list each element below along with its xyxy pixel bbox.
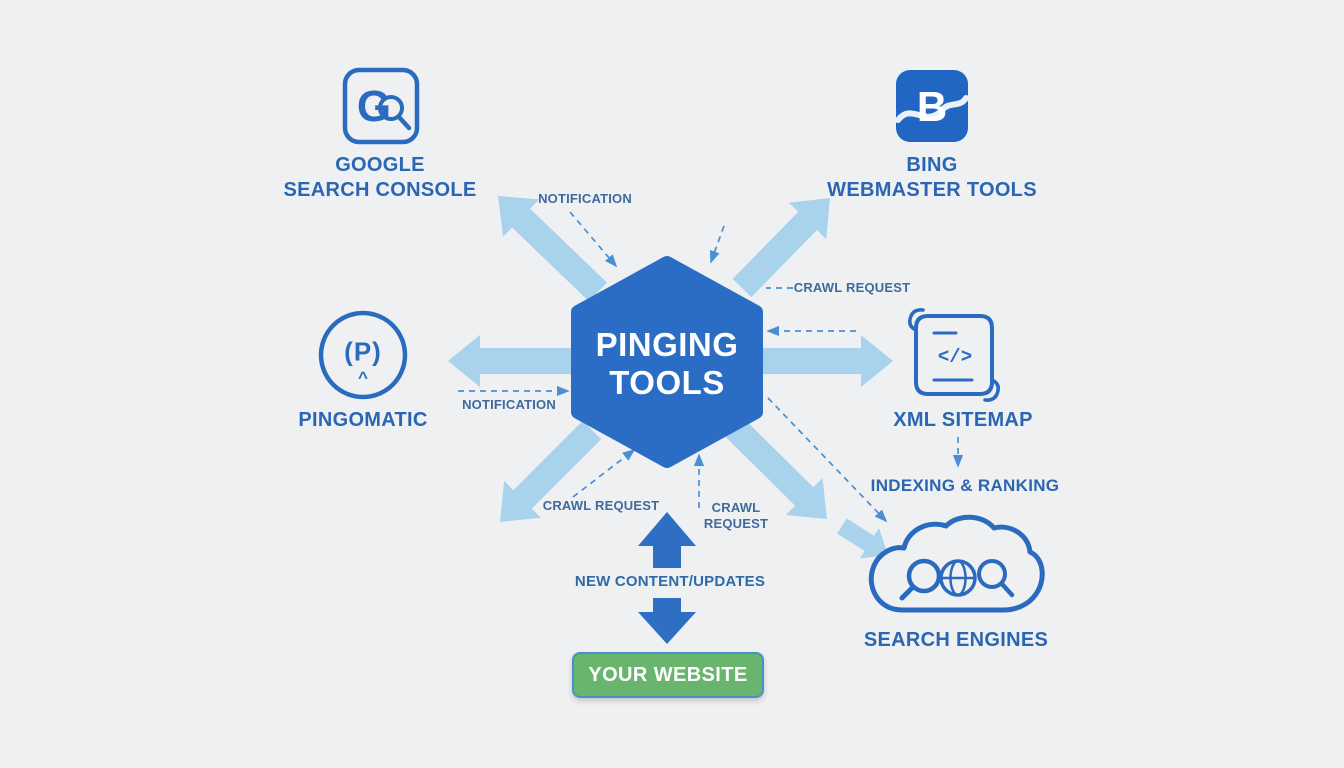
bing-label-line1: BING [906,154,958,176]
arrow-down-to-website [638,598,696,644]
xml-code-glyph: </> [937,346,973,368]
dashed-connectors [458,211,964,523]
website-flow-arrows [638,512,696,644]
edge-label-crawl-request-right: CRAWL REQUEST [793,280,911,295]
arrow-to-google [498,196,607,302]
bing-wave-icon [895,95,969,123]
google-label-line1: GOOGLE [335,154,425,176]
bing-webmaster-tools-icon [895,70,969,142]
bing-icon-tile [896,70,968,142]
pingomatic-label: PINGOMATIC [298,409,428,431]
magnifier-handle [396,114,412,131]
flow-arrows [448,196,893,559]
pinging-tools-hexagon [571,256,763,468]
bing-icon-glyph: B [916,83,948,130]
dashed-arrow-to-search-engines [767,397,888,523]
indexing-ranking-label: INDEXING & RANKING [870,476,1060,495]
google-search-console-label: GOOGLE SEARCH CONSOLE [283,153,476,203]
dashed-arrow-top-right [709,225,725,264]
pingomatic-icon-glyph: (P) [344,336,382,367]
arrow-bottom-left [500,420,602,522]
xml-sitemap-icon [908,308,1000,402]
scroll-curl-top [908,308,925,332]
google-icon-glyph: G [356,82,392,131]
your-website-node: YOUR WEBSITE [572,652,764,698]
bing-webmaster-tools-label: BING WEBMASTER TOOLS [827,153,1037,203]
scroll-body [914,314,994,396]
bing-label-line2: WEBMASTER TOOLS [827,179,1037,201]
pinging-tools-title: PINGING TOOLS [596,326,739,402]
arrow-to-search-engines [837,518,888,559]
pingomatic-icon [318,310,408,400]
edge-label-crawl-request-bottom-left: CRAWL REQUEST [542,498,660,513]
arrow-up-from-website [638,512,696,568]
magnifier-left-handle [899,584,916,601]
magnifier-right-handle [999,581,1015,598]
google-label-line2: SEARCH CONSOLE [283,179,477,201]
dashed-arrow-notification-top [569,211,618,268]
dashed-arrow-crawl-bottom-left [572,448,636,498]
arrow-to-xml-sitemap [760,335,893,387]
your-website-label: YOUR WEBSITE [588,663,748,686]
arrow-bottom-right [725,418,827,519]
pinging-tools-title-line2: TOOLS [609,364,725,401]
edge-label-crawl-request-bottom-center: CRAWL REQUEST [703,500,769,531]
arrow-to-pingomatic [448,335,578,387]
magnifier-left-icon [906,558,942,594]
pinging-tools-title-line1: PINGING [595,326,739,363]
search-engines-icon [868,514,1045,613]
arrow-to-bing [732,198,830,298]
edge-label-notification-top: NOTIFICATION [538,191,632,206]
search-engines-label: SEARCH ENGINES [863,629,1049,651]
new-content-updates-label: NEW CONTENT/UPDATES [574,573,766,590]
edge-label-notification-left: NOTIFICATION [462,397,556,412]
google-icon-frame [342,67,420,145]
google-search-console-icon [342,67,420,145]
magnifier-right-icon [977,559,1007,589]
pingomatic-icon-caret: ^ [358,368,368,387]
scroll-curl-bottom [983,378,1000,402]
magnifier-icon [378,95,404,121]
xml-sitemap-label: XML SITEMAP [893,409,1033,431]
